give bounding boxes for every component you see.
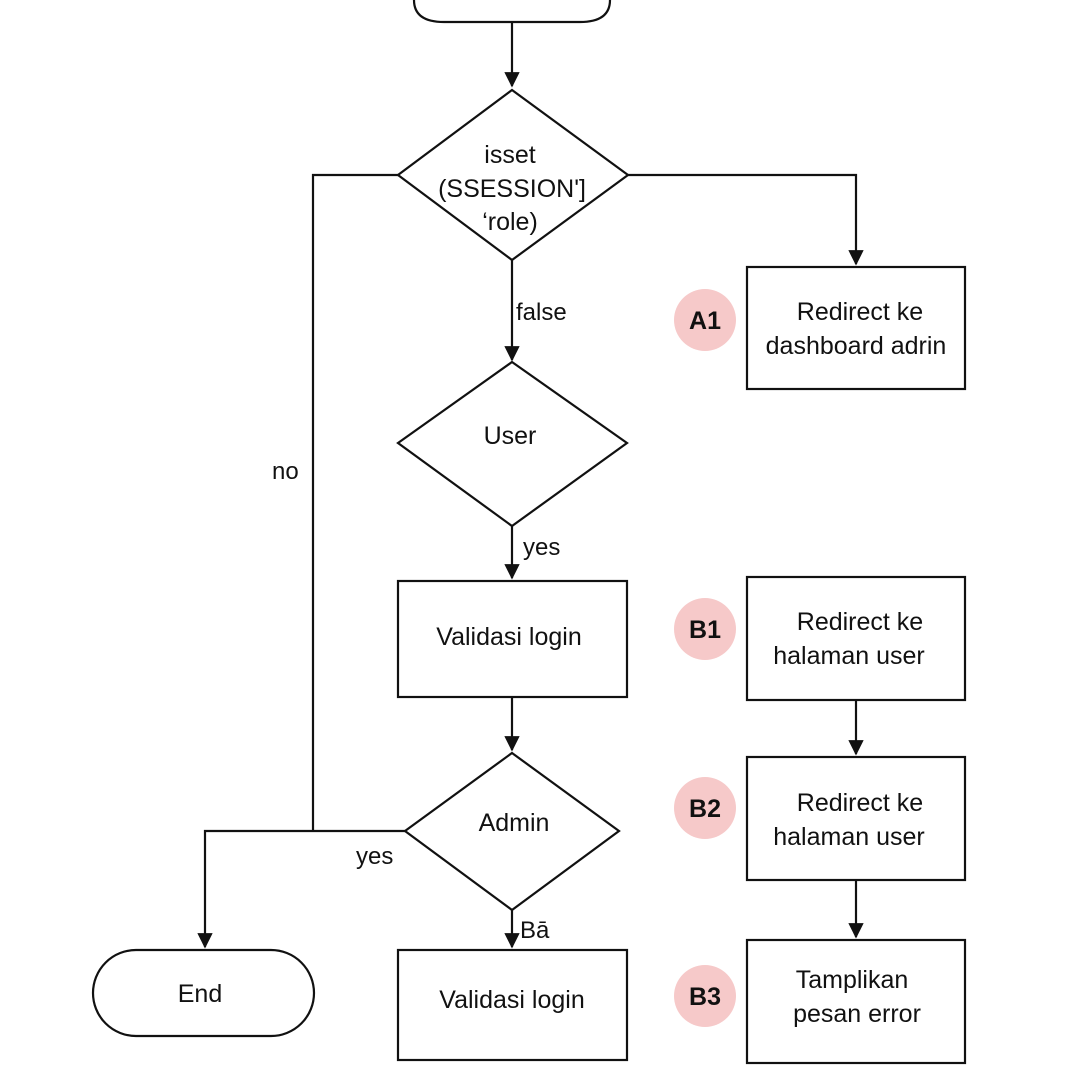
end-terminal: End	[91, 948, 316, 1038]
diamond-user	[396, 360, 629, 528]
user-check-label: User	[484, 422, 537, 450]
edge-session-no-loop	[311, 173, 398, 831]
diamond-session	[396, 88, 630, 262]
process-redirect-user-1: Redirect ke halaman user	[745, 575, 967, 702]
edge-label-false: false	[516, 299, 567, 326]
end-pill	[91, 948, 316, 1038]
process-redirect-user-2: Redirect ke halaman user	[745, 755, 967, 882]
edge-label-yes-admin: yes	[356, 843, 393, 870]
show-error-line-1: Tamplikan	[796, 966, 909, 994]
validate-1-box	[396, 579, 629, 699]
session-line-2: (SSESSION']	[438, 175, 586, 203]
badge-b3-label: B3	[689, 983, 721, 1011]
end-label: End	[178, 980, 222, 1008]
validate-1-label: Validasi login	[436, 623, 581, 651]
edge-label-no: no	[272, 458, 299, 485]
badge-a1-label: A1	[689, 307, 721, 335]
process-show-error: Tamplikan pesan error	[745, 938, 967, 1065]
redirect-user-1-line-2: halaman user	[773, 642, 924, 670]
redirect-user-2-box	[745, 755, 967, 882]
badge-b2-circle	[674, 777, 736, 839]
redirect-admin-line-2: dashboard adrin	[766, 332, 947, 360]
badge-b3: B3	[674, 965, 736, 1027]
decision-user-check: User	[396, 360, 629, 528]
admin-check-label: Admin	[479, 809, 550, 837]
connectors	[197, 22, 864, 949]
badge-a1: A1	[674, 289, 736, 351]
badge-b1-circle	[674, 598, 736, 660]
validate-2-box	[396, 948, 629, 1062]
badge-b1: B1	[674, 598, 736, 660]
process-validate-login-2: Validasi login	[396, 948, 629, 1062]
edge-label-yes-user: yes	[523, 534, 560, 561]
redirect-user-2-line-1: Redirect ke	[797, 789, 923, 817]
badge-b3-circle	[674, 965, 736, 1027]
session-line-3: ‘role)	[482, 208, 538, 236]
decision-session-check: isset (SSESSION'] ‘role)	[396, 88, 630, 262]
redirect-user-1-line-1: Redirect ke	[797, 608, 923, 636]
show-error-box	[745, 938, 967, 1065]
validate-2-label: Validasi login	[439, 986, 584, 1014]
process-redirect-admin: Redirect ke dashboard adrin	[745, 265, 967, 391]
session-line-1: isset	[484, 141, 535, 169]
redirect-admin-box	[745, 265, 967, 391]
badge-b2-label: B2	[689, 795, 721, 823]
decision-admin-check: Admin	[403, 751, 621, 912]
redirect-user-2-line-2: halaman user	[773, 823, 924, 851]
show-error-line-2: pesan error	[793, 1000, 921, 1028]
badge-b2: B2	[674, 777, 736, 839]
process-validate-login-1: Validasi login	[396, 579, 629, 699]
badge-a1-circle	[674, 289, 736, 351]
badge-b1-label: B1	[689, 616, 721, 644]
edge-session-to-redirect-admin	[628, 173, 864, 266]
redirect-user-1-box	[745, 575, 967, 702]
edge-admin-to-end	[197, 829, 405, 949]
redirect-admin-line-1: Redirect ke	[797, 298, 923, 326]
start-terminal	[412, 0, 612, 24]
diamond-admin	[403, 751, 621, 912]
edge-label-ba: Bā	[520, 917, 550, 944]
